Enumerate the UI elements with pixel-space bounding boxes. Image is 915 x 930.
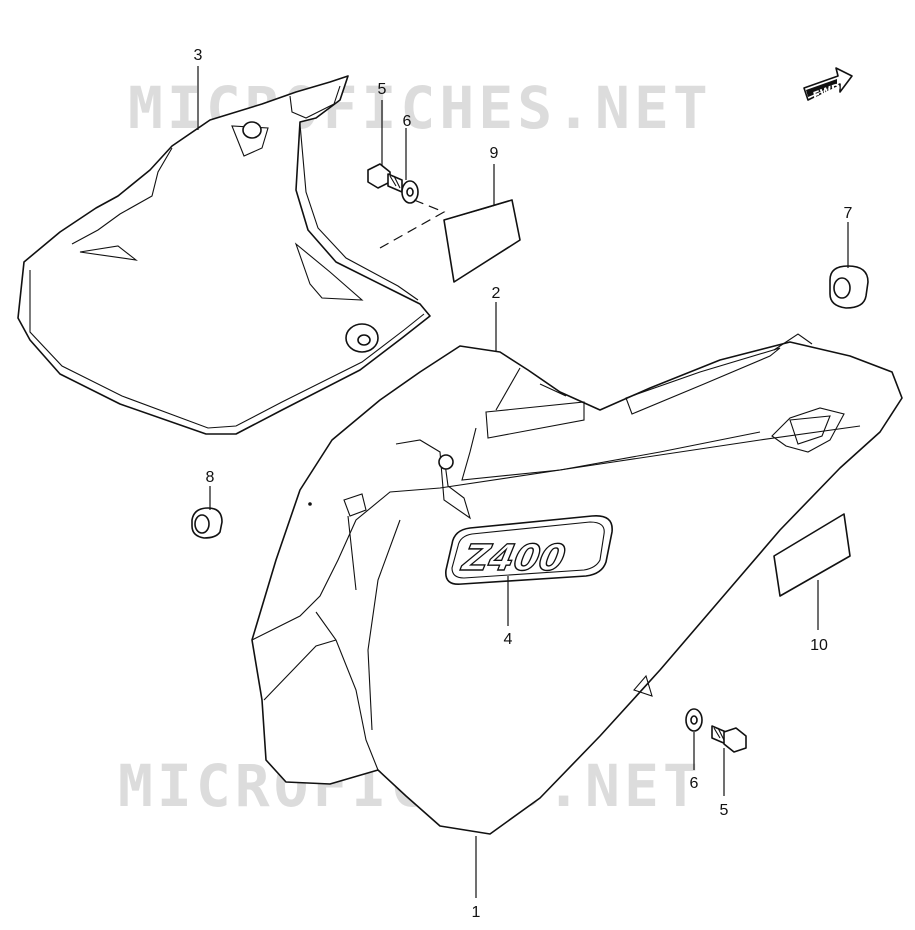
pad-lower-icon <box>773 513 851 597</box>
callout-5-top: 5 <box>378 81 387 98</box>
washer-top-icon <box>379 180 446 249</box>
callout-10: 10 <box>810 637 828 654</box>
callout-6-top: 6 <box>403 113 412 130</box>
forward-arrow-icon: FWD <box>803 67 853 103</box>
washer-bottom-icon <box>685 708 703 732</box>
grommet-left-icon <box>191 507 223 539</box>
grommet-right-icon <box>829 265 869 309</box>
bolt-bottom-icon <box>711 725 747 753</box>
leader-lines <box>197 66 849 898</box>
emblem-text: Z400 <box>458 536 569 579</box>
bolt-top-icon <box>367 163 403 193</box>
callout-3: 3 <box>194 47 203 64</box>
callout-5-bottom: 5 <box>720 802 729 819</box>
callout-8: 8 <box>206 469 215 486</box>
callout-6-bottom: 6 <box>690 775 699 792</box>
callout-7: 7 <box>844 205 853 222</box>
side-cover-upper <box>17 75 431 435</box>
frame-cover-main <box>251 333 903 835</box>
z400-emblem: Z400 <box>445 515 613 586</box>
callout-1: 1 <box>472 904 481 921</box>
pad-upper-icon <box>443 199 521 283</box>
callout-2: 2 <box>492 285 501 302</box>
callout-4: 4 <box>504 631 513 648</box>
callout-9: 9 <box>490 145 499 162</box>
